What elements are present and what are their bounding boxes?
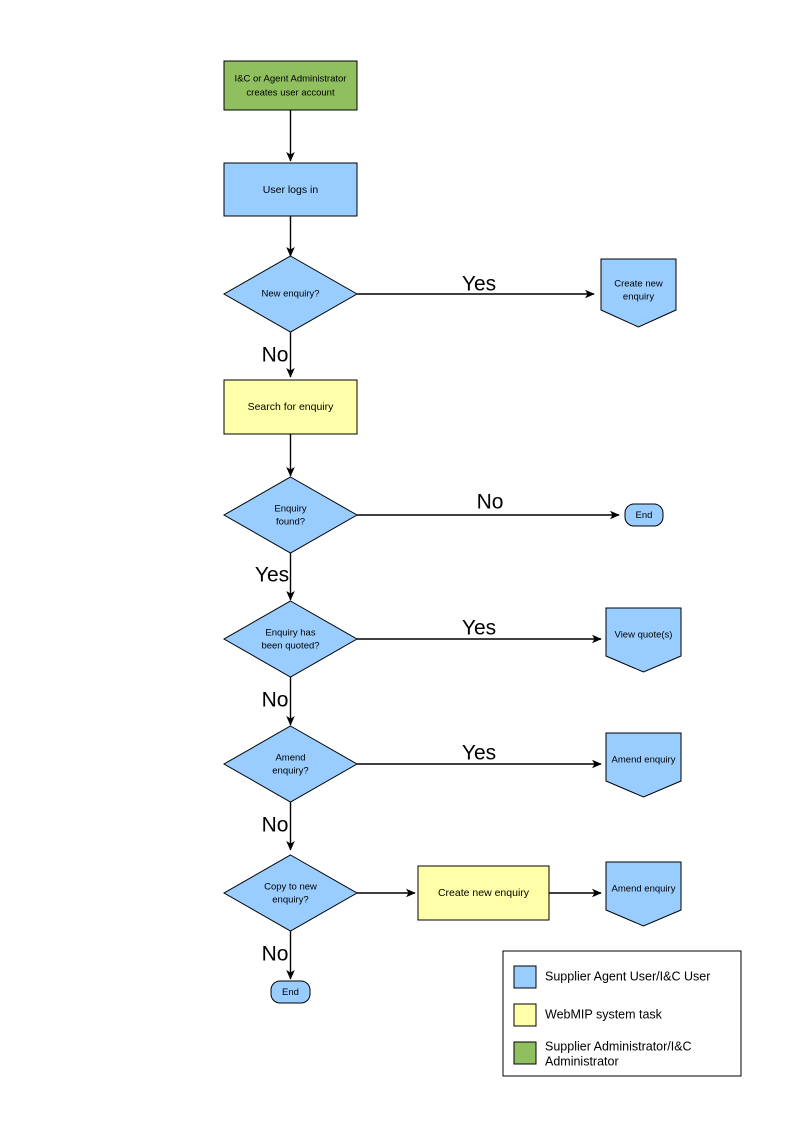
node-label-amend-enquiry-line1: Amend (275, 753, 305, 764)
node-amend-enquiry-question[interactable]: Amend enquiry? (222, 725, 359, 803)
node-label-end-final: End (282, 987, 299, 998)
node-enquiry-quoted-question[interactable]: Enquiry has been quoted? (222, 600, 359, 678)
edge-label-amend-no: No (262, 814, 289, 837)
legend-label-admin-line1: Supplier Administrator/I&C (545, 1039, 692, 1053)
node-end-final[interactable]: End (270, 980, 311, 1004)
legend-item-supplier-agent-user: Supplier Agent User/I&C User (513, 965, 710, 989)
edge-label-newenquiry-yes: Yes (462, 273, 496, 296)
node-label-create-new-a-line2: enquiry (623, 292, 654, 303)
node-copy-to-new-enquiry-question[interactable]: Copy to new enquiry? (222, 854, 359, 932)
node-user-logs-in[interactable]: User logs in (223, 162, 358, 217)
node-label-copy-new-line2: enquiry? (272, 895, 308, 906)
edge-label-layer: Yes No No Yes Yes No Yes No No (255, 273, 504, 966)
node-label-line2: creates user account (246, 88, 335, 99)
legend-label-admin-line2: Administrator (545, 1054, 619, 1068)
node-amend-enquiry-b[interactable]: Amend enquiry (605, 861, 682, 927)
legend: Supplier Agent User/I&C User WebMIP syst… (502, 950, 742, 1077)
node-label-enquiry-quoted-line1: Enquiry has (265, 628, 315, 639)
edge-label-found-no: No (477, 491, 504, 514)
node-enquiry-found-question[interactable]: Enquiry found? (222, 476, 359, 554)
edge-label-found-yes: Yes (255, 564, 289, 587)
legend-swatch-admin (513, 1041, 537, 1065)
node-label-create-new-b: Create new enquiry (438, 887, 530, 899)
edge-layer (286, 110, 620, 980)
legend-swatch-system (513, 1003, 537, 1027)
legend-label-system: WebMIP system task (545, 1007, 663, 1021)
node-label-user-logs-in: User logs in (263, 184, 319, 196)
node-end-not-found[interactable]: End (624, 503, 664, 527)
node-view-quotes[interactable]: View quote(s) (605, 607, 682, 673)
node-label-search-for-enquiry: Search for enquiry (248, 401, 335, 413)
node-label-view-quotes: View quote(s) (615, 630, 673, 641)
node-admin-creates-account[interactable]: I&C or Agent Administrator creates user … (223, 60, 358, 111)
legend-item-supplier-administrator: Supplier Administrator/I&C Administrator (513, 1039, 692, 1068)
node-create-new-enquiry-b[interactable]: Create new enquiry (417, 865, 550, 921)
node-amend-enquiry-a[interactable]: Amend enquiry (605, 732, 682, 798)
node-label-enquiry-found-line1: Enquiry (274, 504, 306, 515)
edge-label-amend-yes: Yes (462, 742, 496, 765)
node-label-end-not-found: End (636, 510, 653, 521)
node-label-amend-enquiry-a: Amend enquiry (612, 755, 676, 766)
edge-label-newenquiry-no: No (262, 344, 289, 367)
node-label-create-new-a-line1: Create new (614, 279, 663, 290)
edge-label-quoted-yes: Yes (462, 617, 496, 640)
node-new-enquiry-question[interactable]: New enquiry? (222, 255, 359, 333)
node-label-amend-enquiry-b: Amend enquiry (612, 884, 676, 895)
legend-swatch-user (513, 965, 537, 989)
edge-label-quoted-no: No (262, 689, 289, 712)
node-label-line1: I&C or Agent Administrator (235, 74, 347, 85)
node-label-enquiry-found-line2: found? (276, 517, 305, 528)
legend-label-user: Supplier Agent User/I&C User (545, 969, 710, 983)
node-label-copy-new-line1: Copy to new (264, 882, 317, 893)
edge-label-copy-no: No (262, 943, 289, 966)
node-label-enquiry-quoted-line2: been quoted? (261, 641, 319, 652)
node-create-new-enquiry-a[interactable]: Create new enquiry (600, 258, 677, 328)
node-label-new-enquiry-q: New enquiry? (261, 289, 319, 300)
node-search-for-enquiry[interactable]: Search for enquiry (223, 379, 358, 435)
node-label-amend-enquiry-line2: enquiry? (272, 766, 308, 777)
legend-item-webmip-system-task: WebMIP system task (513, 1003, 663, 1027)
